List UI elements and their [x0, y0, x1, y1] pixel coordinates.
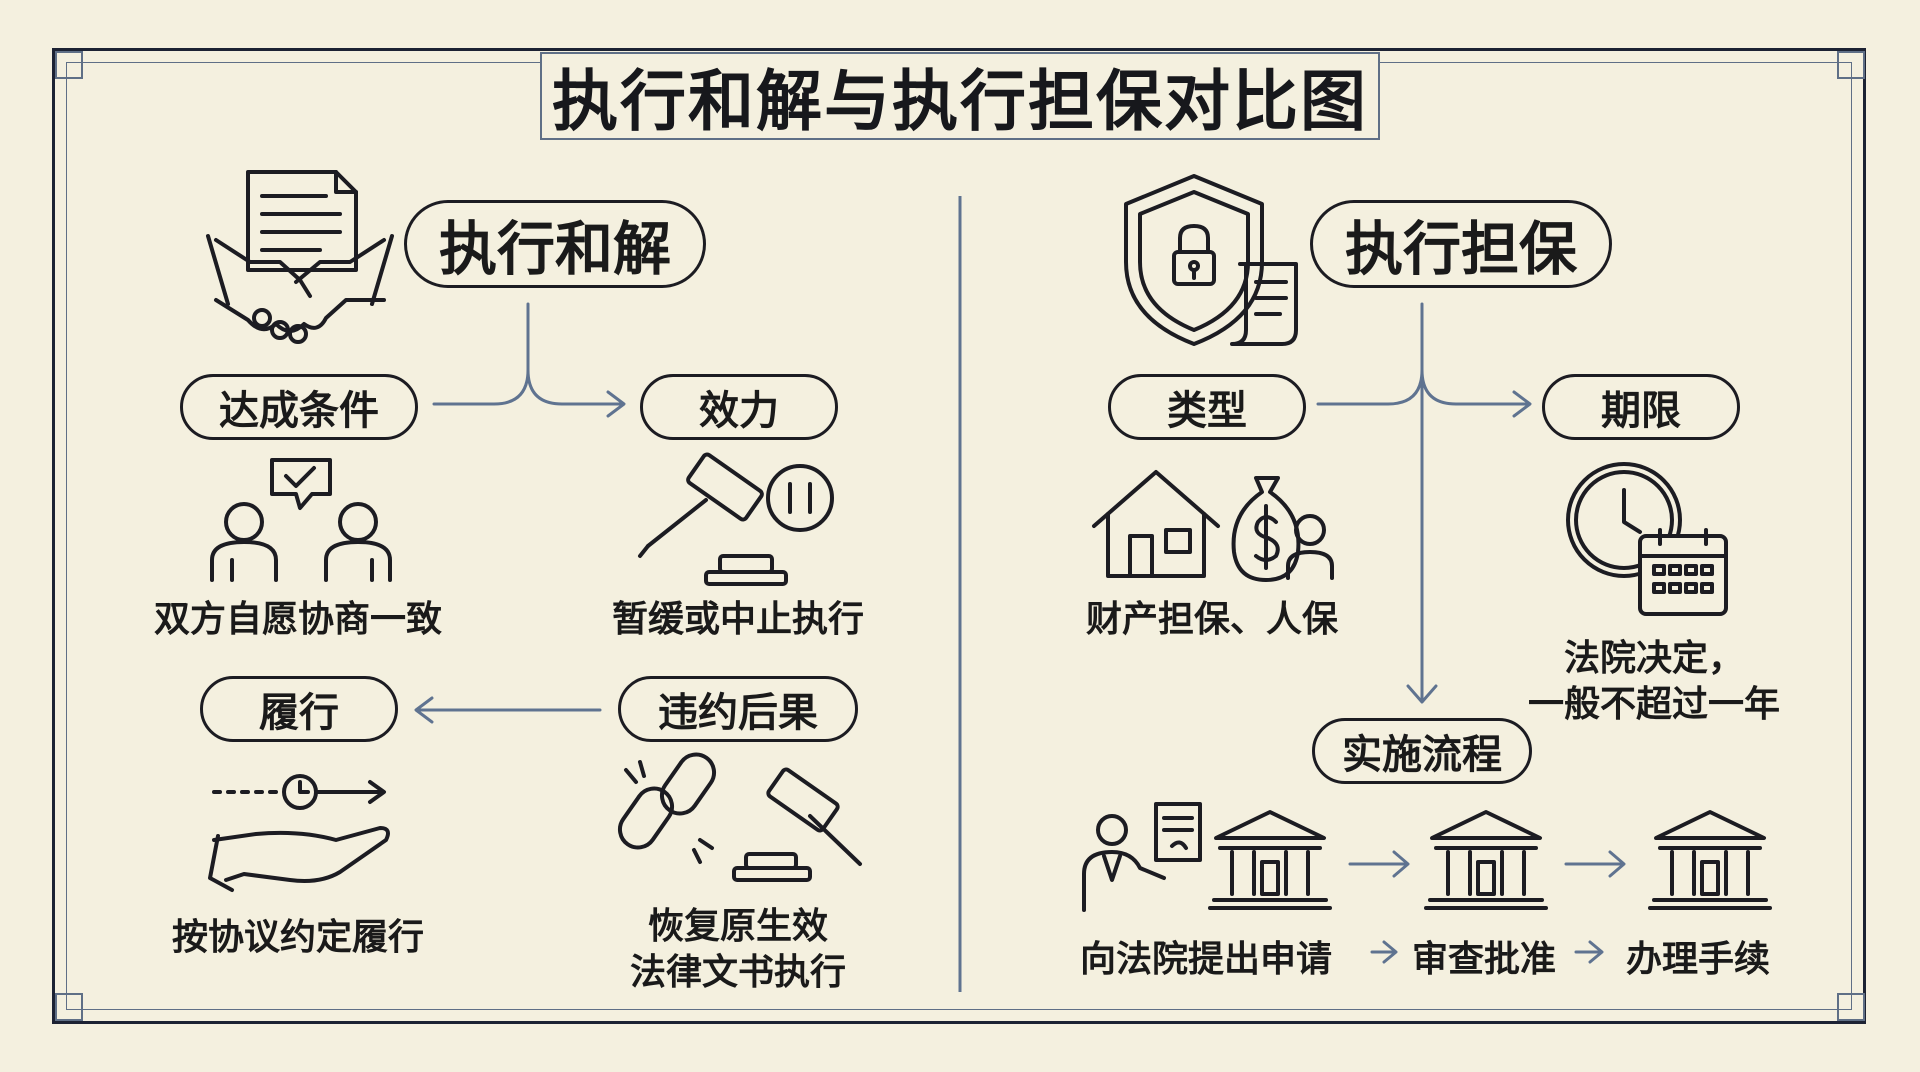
- process-step-2: 审查批准: [1411, 939, 1556, 980]
- corner-ornaments: [55, 51, 1865, 1021]
- effect-detail: 暂缓或中止执行: [611, 599, 864, 640]
- court-building-2-icon: [1424, 810, 1548, 910]
- perform-detail: 按协议约定履行: [171, 917, 424, 958]
- heading-settlement: 执行和解: [404, 200, 706, 288]
- pill-term: 期限: [1542, 374, 1740, 440]
- pill-process: 实施流程: [1312, 718, 1532, 784]
- process-step-1: 向法院提出申请: [1079, 939, 1332, 980]
- term-detail-line2: 一般不超过一年: [1527, 684, 1780, 725]
- pill-conditions: 达成条件: [180, 374, 418, 440]
- breach-detail: 恢复原生效 法律文书执行: [600, 904, 876, 996]
- house-moneybag-icon: [1092, 470, 1334, 582]
- pill-breach: 违约后果: [618, 676, 858, 742]
- gavel-pause-icon: [638, 452, 834, 586]
- outer-frame: [52, 48, 1866, 1024]
- timeline-hand-icon: [208, 774, 390, 892]
- clock-calendar-icon: [1566, 462, 1728, 616]
- applicant-court-icon: [1082, 802, 1202, 912]
- term-detail: 法院决定， 一般不超过一年: [1514, 636, 1794, 728]
- pill-effect: 效力: [640, 374, 838, 440]
- court-building-3-icon: [1648, 810, 1772, 910]
- left-branch-connector: [432, 302, 626, 418]
- handshake-document-icon: [206, 170, 394, 344]
- pill-type: 类型: [1108, 374, 1306, 440]
- type-detail: 财产担保、人保: [1085, 599, 1338, 640]
- breach-detail-line1: 恢复原生效: [647, 906, 828, 947]
- conditions-detail: 双方自愿协商一致: [153, 599, 442, 640]
- page-title: 执行和解与执行担保对比图: [540, 52, 1380, 140]
- right-branch-connector: [1316, 302, 1532, 704]
- court-building-1-icon: [1208, 810, 1332, 910]
- broken-chain-gavel-icon: [617, 752, 862, 882]
- breach-detail-line2: 法律文书执行: [629, 952, 846, 993]
- heading-guarantee: 执行担保: [1310, 200, 1612, 288]
- agreement-people-icon: [210, 458, 392, 582]
- shield-lock-icon: [1124, 174, 1298, 346]
- pill-perform: 履行: [200, 676, 398, 742]
- process-step-3: 办理手续: [1625, 939, 1770, 980]
- process-arrows: [1348, 850, 1626, 964]
- term-detail-line1: 法院决定，: [1563, 638, 1744, 679]
- breach-to-perform-arrow: [414, 696, 602, 724]
